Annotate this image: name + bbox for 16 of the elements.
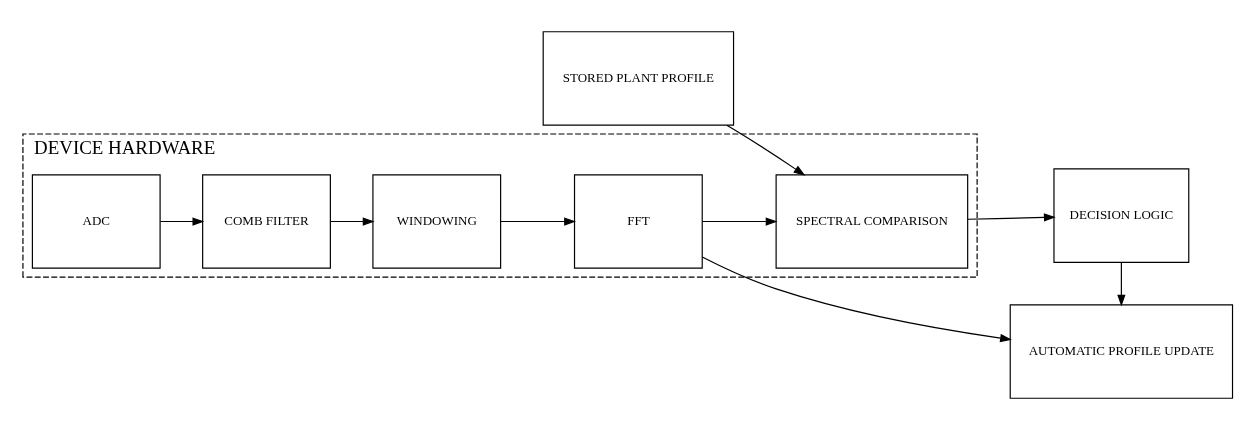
arrow <box>701 255 1012 342</box>
node-box: SPECTRAL COMPARISON <box>775 173 969 269</box>
node-box: COMB FILTER <box>202 173 331 269</box>
arrow <box>967 212 1056 222</box>
arrow <box>701 216 778 226</box>
node-box: ADC <box>31 173 161 269</box>
node-box: DECISION LOGIC <box>1053 167 1190 263</box>
arrow <box>330 216 375 226</box>
arrow <box>500 216 576 226</box>
node-box: FFT <box>573 173 703 269</box>
node-box: WINDOWING <box>372 173 502 269</box>
arrow <box>159 216 205 226</box>
arrow <box>726 124 806 176</box>
node-box: STORED PLANT PROFILE <box>542 30 735 126</box>
arrow <box>1117 261 1126 307</box>
node-box: AUTOMATIC PROFILE UPDATE <box>1009 303 1234 399</box>
